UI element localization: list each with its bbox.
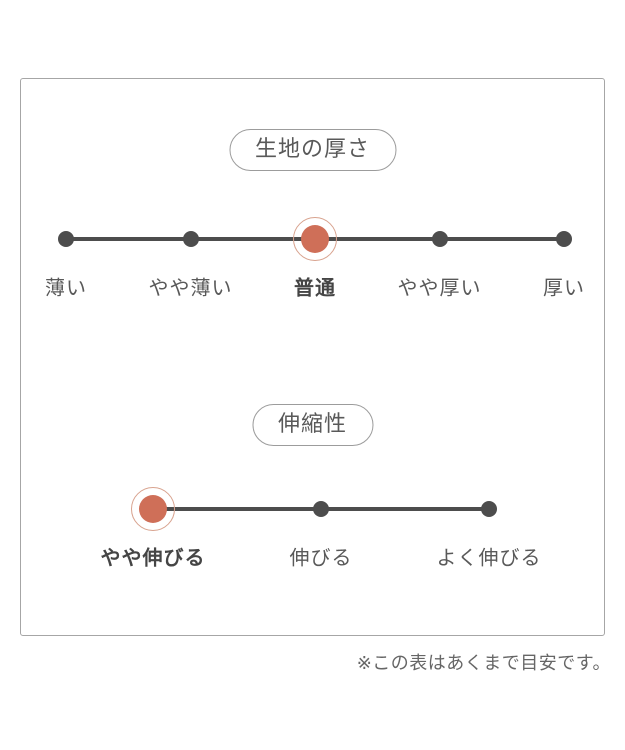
scale-title-label: 生地の厚さ [254,137,371,162]
scale-title-label: 伸縮性 [277,412,348,437]
dot-icon [182,231,199,247]
dot-icon [139,495,167,523]
active-dot-ring [131,487,175,531]
dot-icon [556,231,572,247]
scale-option-label: 薄い [45,275,87,300]
scale-option-label: 厚い [543,275,585,300]
scale-option-label: よく伸びる [436,545,542,570]
dot-icon [481,501,497,517]
active-dot-ring [293,217,337,261]
scale-option-label: やや厚い [397,275,482,300]
dot-icon [58,231,74,247]
dot-icon [301,225,329,253]
dot-icon [431,231,448,247]
scale-title-stretch: 伸縮性 [251,404,374,446]
scale-title-thickness: 生地の厚さ [228,129,397,171]
attribute-frame: 生地の厚さ 薄い やや薄い 普通 やや厚い 厚い 伸縮性 [20,78,605,636]
dot-icon [313,501,329,517]
scale-option-label-selected: 普通 [294,275,336,300]
scale-option-label: やや薄い [148,275,233,300]
disclaimer-note: ※この表はあくまで目安です。 [356,653,611,674]
scale-option-label: 伸びる [289,545,353,570]
scale-option-label-selected: やや伸びる [100,545,206,570]
